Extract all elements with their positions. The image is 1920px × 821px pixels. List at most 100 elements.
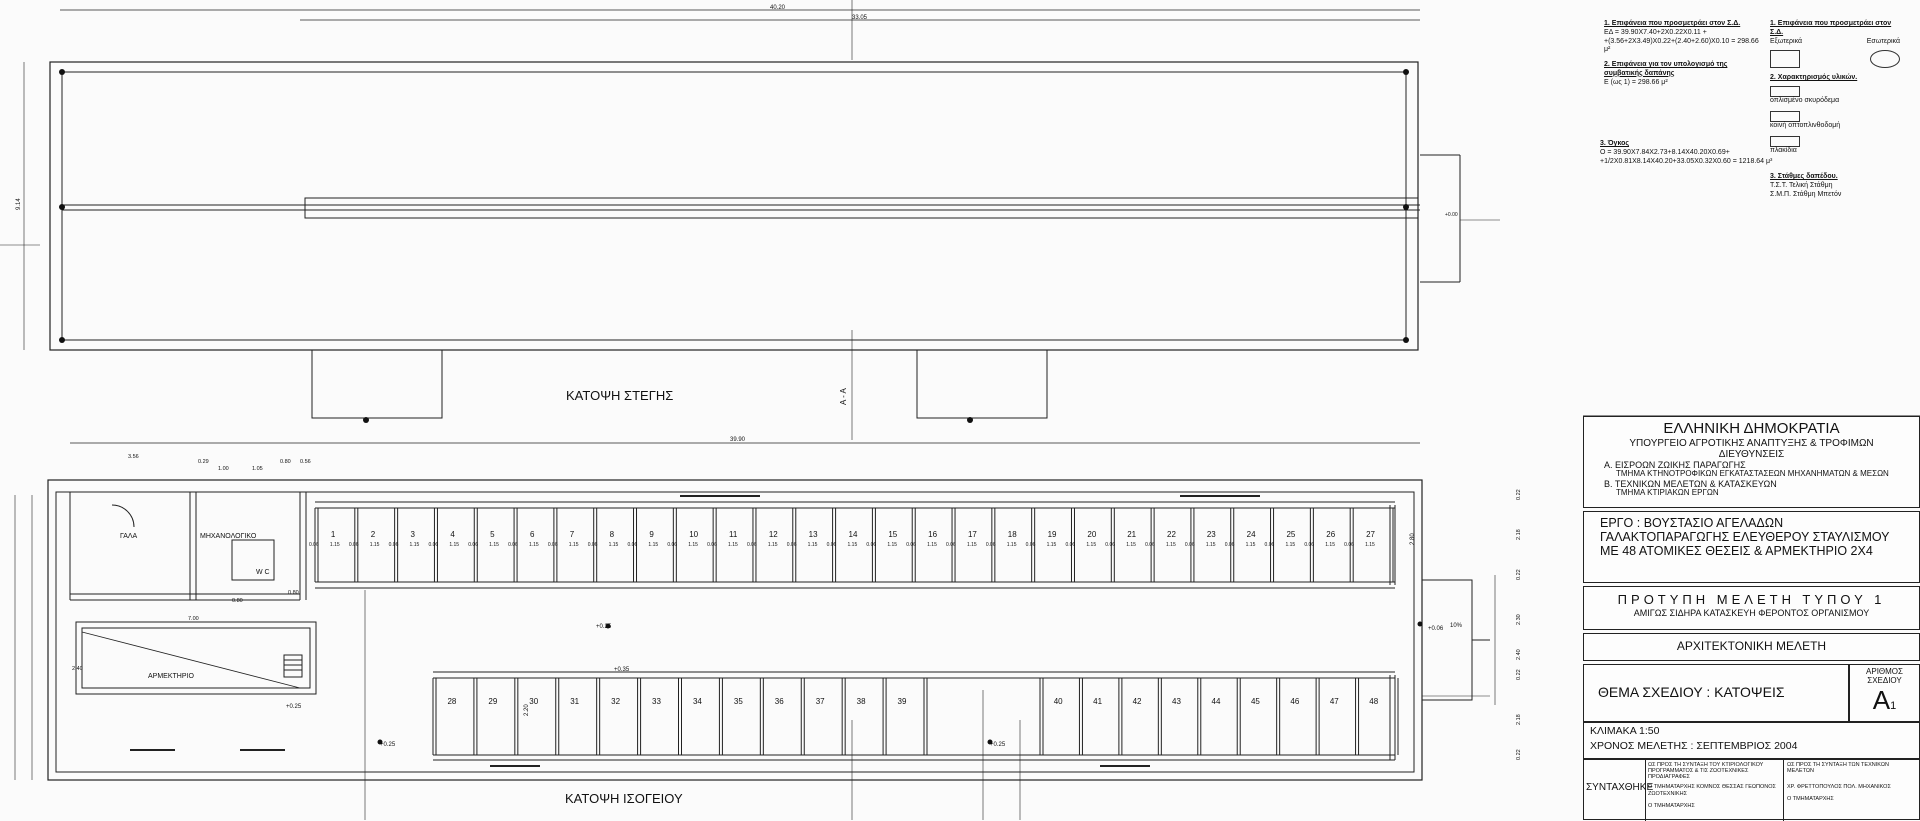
right-dim: 0.22	[1516, 569, 1522, 580]
project-line-1: ΕΡΓΟ : ΒΟΥΣΤΑΣΙΟ ΑΓΕΛΑΔΩΝ	[1600, 516, 1784, 530]
drawing-number-sub: 1	[1890, 699, 1897, 712]
dim-overall: 39.90	[730, 437, 746, 443]
stall-width-dim: 1.15	[529, 542, 539, 548]
dim-roof-height: 9.14	[16, 198, 22, 210]
stall-gap-dim: 0.06	[747, 542, 757, 548]
stall-width-dim: 1.15	[728, 542, 738, 548]
stall-number: 29	[488, 697, 497, 706]
stall-number: 35	[734, 697, 743, 706]
stall-gap-dim: 0.06	[866, 542, 876, 548]
stall-number: 24	[1247, 530, 1256, 539]
stall-gap-dim: 0.06	[1026, 542, 1036, 548]
roof-plan-title: ΚΑΤΟΨΗ ΣΤΕΓΗΣ	[566, 388, 673, 403]
stall-width-dim: 1.15	[489, 542, 499, 548]
legend-item-3: πλακίδια	[1770, 146, 1797, 154]
stall-number: 1	[331, 530, 336, 539]
stall-number: 7	[570, 530, 575, 539]
stall-number: 39	[898, 697, 907, 706]
structure-type: ΑΜΙΓΩΣ ΣΙΔΗΡΑ ΚΑΤΑΣΚΕΥΗ ΦΕΡΟΝΤΟΣ ΟΡΓΑΝΙΣ…	[1633, 607, 1870, 618]
ground-plan-title: ΚΑΤΟΨΗ ΙΣΟΓΕΙΟΥ	[565, 791, 683, 806]
corridor-dim: 2.80	[1410, 533, 1416, 545]
room-dim-3: 0.80	[232, 598, 243, 604]
stall-width-dim: 1.15	[887, 542, 897, 548]
stall-number: 23	[1207, 530, 1216, 539]
stall-gap-dim: 0.06	[667, 542, 677, 548]
stall-gap-dim: 0.06	[1265, 542, 1275, 548]
stall-gap-dim: 0.06	[1185, 542, 1195, 548]
stall-number: 11	[729, 530, 738, 539]
stall-width-dim: 1.15	[1285, 542, 1295, 548]
notes-line-5: +1/2Χ0.81Χ8.14Χ40.20+33.05Χ0.32Χ0.60 = 1…	[1600, 157, 1773, 165]
study-type: ΠΡΟΤΥΠΗ ΜΕΛΕΤΗ ΤΥΠΟΥ 1	[1617, 592, 1886, 607]
stall-width-dim: 1.15	[609, 542, 619, 548]
stall-width-dim: 1.15	[370, 542, 380, 548]
stall-number: 26	[1326, 530, 1335, 539]
stall-gap-dim: 0.06	[1344, 542, 1354, 548]
legend-exterior: Εξωτερικά	[1770, 37, 1803, 45]
legend-item-1: οπλισμένο σκυρόδεμα	[1770, 97, 1840, 104]
discipline: ΑΡΧΙΤΕΚΤΟΝΙΚΗ ΜΕΛΕΤΗ	[1676, 639, 1827, 653]
level-2: +0.35	[614, 667, 630, 673]
level-5: +0.06	[1428, 626, 1444, 632]
stall-number: 17	[968, 530, 977, 539]
stall-width-dim: 1.15	[1365, 542, 1375, 548]
dim-left-5: 0.80	[280, 459, 291, 465]
stall-number: 31	[570, 697, 579, 706]
stall-number: 3	[411, 530, 416, 539]
dim-left-1: 3.56	[128, 454, 139, 460]
stall-width-dim: 1.15	[848, 542, 858, 548]
stall-gap-dim: 0.06	[428, 542, 438, 548]
project-line-2: ΓΑΛΑΚΤΟΠΑΡΑΓΩΓΗΣ ΕΛΕΥΘΕΡΟΥ ΣΤΑΥΛΙΣΜΟΥ	[1600, 530, 1890, 544]
stall-gap-dim: 0.06	[389, 542, 399, 548]
drawing-scale: ΚΛΙΜΑΚΑ 1:50	[1590, 725, 1660, 737]
right-dim: 0.22	[1516, 489, 1522, 500]
room-dim-1: 7.00	[188, 616, 199, 622]
stall-number: 4	[450, 530, 455, 539]
stall-number: 42	[1133, 697, 1142, 706]
stall-gap-dim: 0.06	[827, 542, 837, 548]
stall-gap-dim: 0.06	[1225, 542, 1235, 548]
stall-gap-dim: 0.06	[628, 542, 638, 548]
stall-number: 32	[611, 697, 620, 706]
stall-number: 48	[1369, 697, 1378, 706]
stall-number: 9	[649, 530, 654, 539]
project-line-3: ΜΕ 48 ΑΤΟΜΙΚΕΣ ΘΕΣΕΙΣ & ΑΡΜΕΚΤΗΡΙΟ 2Χ4	[1600, 544, 1873, 558]
room-dim-4: 0.80	[288, 590, 299, 596]
signature-col2-body: ΧΡ. ΦΡΕΤΤΟΠΟΥΛΟΣ ΠΟΛ. ΜΗΧΑΝΙΚΟΣ	[1787, 784, 1891, 791]
compiled-by-label: ΣΥΝΤΑΧΘΗΚΕ	[1586, 782, 1654, 793]
stall-number: 47	[1330, 697, 1339, 706]
dim-left-4: 1.05	[252, 466, 263, 472]
stall-width-dim: 1.15	[648, 542, 658, 548]
notes-heading-3: 3. Όγκος	[1600, 140, 1630, 147]
stall-width-dim: 1.15	[1007, 542, 1017, 548]
notes-line-3: Ε (ως 1) = 298.66 μ²	[1604, 78, 1668, 86]
title-block-authority: ΕΛΛΗΝΙΚΗ ΔΗΜΟΚΡΑΤΙΑ ΥΠΟΥΡΓΕΙΟ ΑΓΡΟΤΙΚΗΣ …	[1583, 416, 1920, 508]
level-4: +0.25	[990, 742, 1006, 748]
title-block-project: ΕΡΓΟ : ΒΟΥΣΤΑΣΙΟ ΑΓΕΛΑΔΩΝ ΓΑΛΑΚΤΟΠΑΡΑΓΩΓ…	[1583, 511, 1920, 583]
stall-gap-dim: 0.06	[588, 542, 598, 548]
level-3: +0.25	[380, 742, 396, 748]
notes-heading-4: 1. Επιφάνεια που προσμετράει στον Σ.Δ.	[1770, 20, 1892, 36]
drawing-number-label: ΑΡΙΘΜΟΣ ΣΧΕΔΙΟΥ	[1866, 667, 1903, 685]
stall-width-dim: 1.15	[449, 542, 459, 548]
stall-number: 30	[529, 697, 538, 706]
room-milk: ΓΑΛΑ	[120, 533, 138, 540]
volume-notes: 3. Όγκος Ο = 39.90Χ7.84Χ2.73+8.14Χ40.20Χ…	[1600, 140, 1800, 166]
level-6: +0.00	[1445, 212, 1458, 218]
directorate-b-sub: ΤΜΗΜΑ ΚΤΙΡΙΑΚΩΝ ΕΡΓΩΝ	[1616, 488, 1719, 498]
ministry: ΥΠΟΥΡΓΕΙΟ ΑΓΡΟΤΙΚΗΣ ΑΝΑΠΤΥΞΗΣ & ΤΡΟΦΙΜΩΝ	[1629, 437, 1874, 449]
stall-gap-dim: 0.06	[548, 542, 558, 548]
directorate-b: Β. ΤΕΧΝΙΚΩΝ ΜΕΛΕΤΩΝ & ΚΑΤΑΣΚΕΥΩΝ	[1604, 479, 1777, 490]
stall-number: 8	[610, 530, 615, 539]
stall-width-dim: 1.15	[1047, 542, 1057, 548]
stall-number: 21	[1127, 530, 1136, 539]
level-7: +0.25	[286, 704, 302, 710]
dim-left-2: 0.29	[198, 459, 209, 465]
room-milking: ΑΡΜΕΚΤΗΡΙΟ	[148, 673, 194, 680]
room-machine: ΜΗΧΑΝΟΛΟΓΙΚΟ	[200, 533, 257, 540]
signature-col1-body: Ο ΤΜΗΜΑΤΑΡΧΗΣ ΚΟΜΝΟΣ ΘΕΣΣΑΣ ΓΕΩΠΟΝΟΣ ΖΩΟ…	[1648, 784, 1776, 797]
stall-width-dim: 1.15	[1126, 542, 1136, 548]
stall-gap-dim: 0.06	[1304, 542, 1314, 548]
dim-top-1: 40.20	[770, 5, 786, 11]
